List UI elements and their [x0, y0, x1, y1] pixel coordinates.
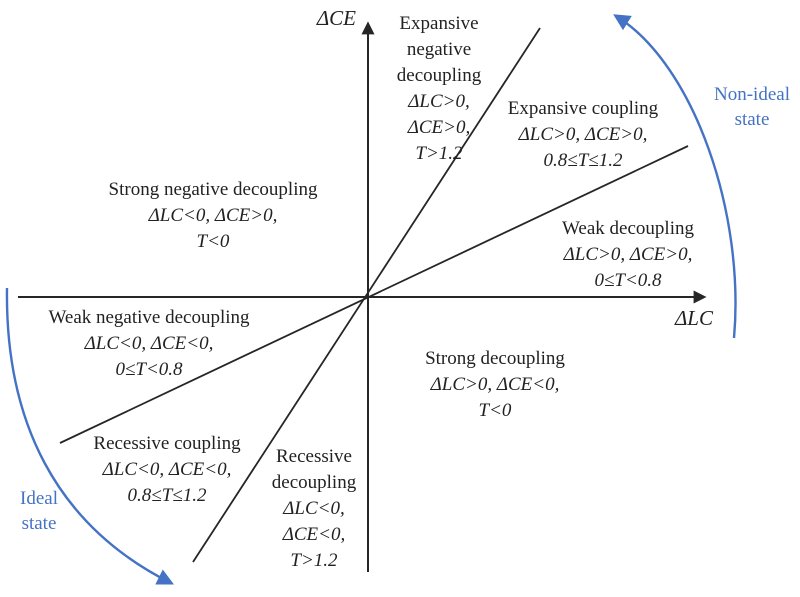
region-conditions: ΔLC<0,ΔCE<0,T>1.2 [282, 498, 346, 571]
region-strong-decoupling: Strong decoupling ΔLC>0, ΔCE<0,T<0 [395, 346, 595, 424]
region-conditions: ΔLC>0,ΔCE>0,T>1.2 [407, 91, 471, 164]
region-name: Strong negative decoupling [108, 179, 318, 200]
region-conditions: ΔLC<0, ΔCE>0,T<0 [148, 205, 278, 252]
region-conditions: ΔLC<0, ΔCE<0,0≤T<0.8 [84, 333, 214, 380]
t-0-8-boundary-line [59, 145, 689, 444]
region-name: Weak decoupling [562, 218, 694, 239]
region-name: Weak negative decoupling [48, 307, 250, 328]
region-conditions: ΔLC>0, ΔCE>0,0.8≤T≤1.2 [518, 124, 648, 171]
non-ideal-arc-arrow [613, 14, 737, 339]
region-conditions: ΔLC>0, ΔCE<0,T<0 [430, 374, 560, 421]
region-strong-negative-decoupling: Strong negative decoupling ΔLC<0, ΔCE>0,… [88, 177, 338, 255]
region-expansive-coupling: Expansive coupling ΔLC>0, ΔCE>0,0.8≤T≤1.… [483, 96, 683, 174]
region-conditions: ΔLC<0, ΔCE<0,0.8≤T≤1.2 [102, 459, 232, 506]
x-axis-label: ΔLC [674, 306, 713, 330]
y-axis-label: ΔCE [316, 6, 356, 30]
region-name: Recessive coupling [93, 433, 241, 454]
region-conditions: ΔLC>0, ΔCE>0,0≤T<0.8 [563, 244, 693, 291]
region-weak-negative-decoupling: Weak negative decoupling ΔLC<0, ΔCE<0,0≤… [24, 305, 274, 383]
region-recessive-coupling: Recessive coupling ΔLC<0, ΔCE<0,0.8≤T≤1.… [77, 431, 257, 509]
t-1-2-boundary-line [192, 27, 541, 563]
ideal-arc-arrow [5, 287, 175, 585]
region-name: Strong decoupling [425, 348, 565, 369]
region-name: Expansive coupling [507, 98, 659, 119]
region-weak-decoupling: Weak decoupling ΔLC>0, ΔCE>0,0≤T<0.8 [538, 216, 718, 294]
